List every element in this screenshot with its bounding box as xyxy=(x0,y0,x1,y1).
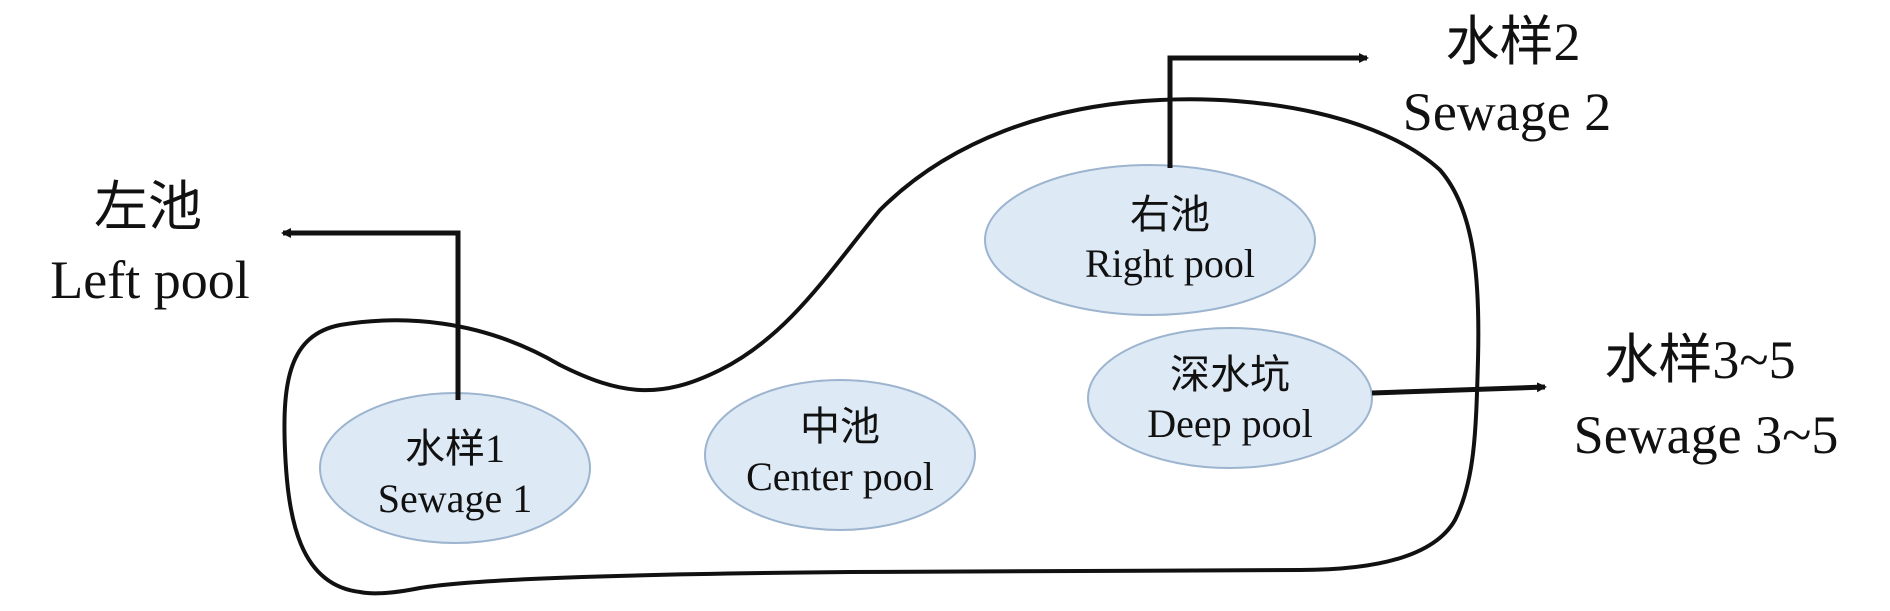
arrow-sewage-3-5 xyxy=(1371,382,1547,396)
pool-label-en: Deep pool xyxy=(1147,401,1313,446)
pool-label-zh: 中池 xyxy=(800,404,880,449)
pool-ellipse xyxy=(319,392,591,544)
pool-sewage-1: 水样1 Sewage 1 xyxy=(319,392,591,544)
pool-center: 中池 Center pool xyxy=(704,379,976,531)
label-sewage-2: 水样2 Sewage 2 xyxy=(1403,12,1611,142)
label-sewage-3-5: 水样3~5 Sewage 3~5 xyxy=(1574,330,1839,465)
label-sewage-3-5-en: Sewage 3~5 xyxy=(1574,405,1839,465)
arrow-sewage-2 xyxy=(1167,53,1369,168)
pool-label-en: Right pool xyxy=(1085,241,1255,286)
pool-ellipse xyxy=(984,164,1316,316)
pool-deep: 深水坑 Deep pool xyxy=(1087,327,1373,469)
pool-label-zh: 深水坑 xyxy=(1170,352,1290,397)
pool-label-en: Center pool xyxy=(746,454,934,499)
label-left-pool-zh: 左池 xyxy=(94,177,202,237)
label-sewage-2-en: Sewage 2 xyxy=(1403,82,1611,142)
pool-ellipse xyxy=(704,379,976,531)
pond-outline xyxy=(282,97,1481,596)
arrow-left-pool xyxy=(281,228,461,400)
pool-label-en: Sewage 1 xyxy=(378,476,532,521)
pool-ellipse xyxy=(1087,327,1373,469)
pool-label-zh: 右池 xyxy=(1130,192,1210,237)
label-left-pool: 左池 Left pool xyxy=(50,177,249,310)
label-sewage-2-zh: 水样2 xyxy=(1446,12,1581,72)
pool-label-zh: 水样1 xyxy=(405,426,505,471)
pool-right: 右池 Right pool xyxy=(984,164,1316,316)
label-left-pool-en: Left pool xyxy=(50,250,249,310)
label-sewage-3-5-zh: 水样3~5 xyxy=(1604,330,1795,390)
